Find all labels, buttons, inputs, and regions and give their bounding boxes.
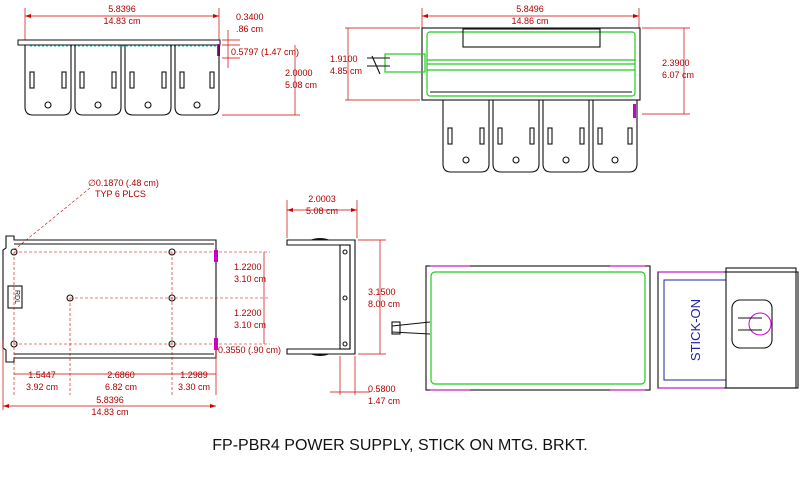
bl-edge: 0.3550 (.90 cm): [218, 345, 281, 355]
tr-width-in: 5.8496: [516, 4, 544, 14]
bl-seg3-cm: 3.30 cm: [178, 382, 210, 392]
bl-tag: RDL: [13, 290, 20, 304]
top-right-view: 5.8496 14.86 cm 1.9100 4.85 cm 2.3900 6.…: [330, 4, 694, 173]
tl-tabs: [24, 45, 220, 116]
bl-seg2-cm: 6.82 cm: [105, 382, 137, 392]
bm-height-in: 3.1500: [368, 287, 396, 297]
tl-offset-cm: .86 cm: [236, 24, 263, 34]
bm-width-in: 2.0003: [308, 194, 336, 204]
bl-seg1-in: 1.5447: [28, 370, 56, 380]
bm-lip-cm: 1.47 cm: [368, 396, 400, 406]
tr-left-h-in: 1.9100: [330, 54, 358, 64]
tl-height-cm: 5.08 cm: [285, 80, 317, 90]
bottom-left-view: ∅0.1870 (.48 cm) TYP 6 PLCS RDL 1.2200 3…: [2, 178, 281, 417]
tl-width-in: 5.8396: [108, 4, 136, 14]
bl-row1-cm: 3.10 cm: [234, 274, 266, 284]
bl-row2-in: 1.2200: [234, 308, 262, 318]
tl-width-cm: 14.83 cm: [103, 16, 140, 26]
top-left-view: 5.8396 14.83 cm: [17, 4, 317, 116]
bl-seg2-in: 2.6860: [107, 370, 135, 380]
bm-width-cm: 5.08 cm: [306, 206, 338, 216]
bottom-right-view: STICK-ON: [391, 265, 799, 391]
tr-left-h-cm: 4.85 cm: [330, 66, 362, 76]
tr-right-h-cm: 6.07 cm: [662, 70, 694, 80]
bl-row2-cm: 3.10 cm: [234, 320, 266, 330]
drawing-title: FP-PBR4 POWER SUPPLY, STICK ON MTG. BRKT…: [212, 437, 587, 454]
bl-seg3-in: 1.2989: [180, 370, 208, 380]
bl-hole-count: TYP 6 PLCS: [95, 189, 146, 199]
bm-height-cm: 8.00 cm: [368, 299, 400, 309]
tr-right-h-in: 2.3900: [662, 58, 690, 68]
bl-row1-in: 1.2200: [234, 262, 262, 272]
bm-lip-in: 0.5800: [368, 384, 396, 394]
bl-total-in: 5.8396: [96, 395, 124, 405]
tr-tabs: [442, 100, 638, 173]
bl-hole-spec: ∅0.1870 (.48 cm): [88, 178, 159, 188]
bottom-middle-view: 2.0003 5.08 cm 3.1500 8.00 cm 0.5800 1.4…: [286, 194, 400, 406]
bl-total-cm: 14.83 cm: [91, 407, 128, 417]
stick-on-label: STICK-ON: [688, 299, 703, 361]
tl-flange: 0.5797 (1.47 cm): [231, 47, 299, 57]
bl-seg1-cm: 3.92 cm: [26, 382, 58, 392]
tr-width-cm: 14.86 cm: [511, 16, 548, 26]
tl-height-in: 2.0000: [285, 68, 313, 78]
tl-offset-in: 0.3400: [236, 12, 264, 22]
